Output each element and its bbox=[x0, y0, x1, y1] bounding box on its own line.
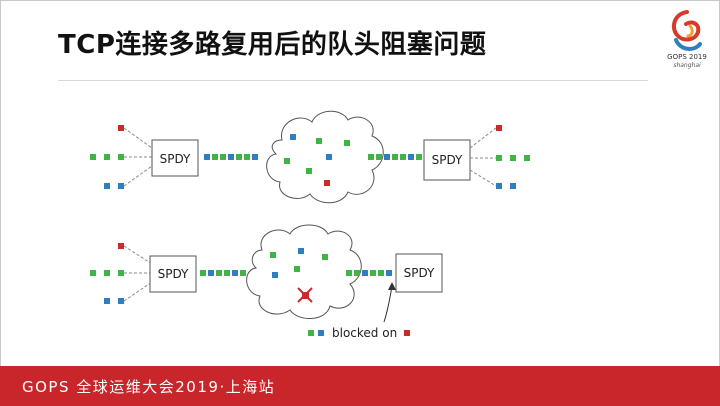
packet-blue bbox=[104, 298, 110, 304]
packet-green bbox=[236, 154, 242, 160]
packet-blue bbox=[298, 248, 304, 254]
spdy-box-sender bbox=[151, 139, 199, 177]
packet-green bbox=[118, 154, 124, 160]
packet-green bbox=[200, 270, 206, 276]
packet-green bbox=[104, 154, 110, 160]
packet-blue bbox=[272, 272, 278, 278]
logo-brand: GOPS 2019 bbox=[667, 53, 707, 61]
spdy-box-label: SPDY bbox=[432, 153, 463, 167]
spdy-box-sender bbox=[149, 255, 197, 293]
packet-red bbox=[118, 125, 124, 131]
packet-blue bbox=[386, 270, 392, 276]
packet-green bbox=[90, 270, 96, 276]
packet-green bbox=[496, 155, 502, 161]
packet-green bbox=[212, 154, 218, 160]
packet-blue bbox=[204, 154, 210, 160]
footer-text: GOPS 全球运维大会2019·上海站 bbox=[22, 378, 276, 396]
packet-green bbox=[354, 270, 360, 276]
arrow-head-icon bbox=[388, 282, 396, 290]
packet-green bbox=[368, 154, 374, 160]
slide-title: TCP连接多路复用后的队头阻塞问题 bbox=[58, 30, 487, 60]
spdy-box-label: SPDY bbox=[158, 267, 189, 281]
spdy-box-label: SPDY bbox=[160, 152, 191, 166]
packet-green bbox=[294, 266, 300, 272]
packet-green bbox=[284, 158, 290, 164]
spdy-box-receiver bbox=[423, 139, 471, 181]
packet-blue bbox=[232, 270, 238, 276]
packet-green bbox=[90, 154, 96, 160]
packet-green bbox=[270, 252, 276, 258]
packet-blue bbox=[118, 298, 124, 304]
network-cloud bbox=[266, 110, 384, 204]
hol-blocking-diagram: SPDY SPDY bbox=[90, 110, 530, 340]
packet-red bbox=[324, 180, 330, 186]
packet-green bbox=[322, 254, 328, 260]
packet-green bbox=[216, 270, 222, 276]
network-cloud bbox=[246, 224, 362, 319]
legend-packet-red bbox=[404, 330, 410, 336]
packet-green bbox=[346, 270, 352, 276]
packet-green bbox=[376, 154, 382, 160]
packet-green bbox=[118, 270, 124, 276]
packet-blue bbox=[326, 154, 332, 160]
packet-blue bbox=[252, 154, 258, 160]
packet-green bbox=[244, 154, 250, 160]
packet-blue bbox=[362, 270, 368, 276]
legend-packet-green bbox=[308, 330, 314, 336]
packet-green bbox=[524, 155, 530, 161]
packet-green bbox=[344, 140, 350, 146]
bottom-row: SPDY SPDY blocked on bbox=[90, 224, 443, 340]
spdy-box-label: SPDY bbox=[404, 266, 435, 280]
top-right-fan bbox=[469, 127, 497, 187]
packet-green bbox=[306, 168, 312, 174]
packet-red bbox=[118, 243, 124, 249]
packet-green bbox=[316, 138, 322, 144]
bottom-left-fan bbox=[123, 245, 153, 302]
packet-blue bbox=[104, 183, 110, 189]
packet-blue bbox=[290, 134, 296, 140]
blocked-arrow bbox=[383, 285, 393, 323]
packet-green bbox=[400, 154, 406, 160]
packet-green bbox=[224, 270, 230, 276]
packet-green bbox=[392, 154, 398, 160]
packet-green bbox=[510, 155, 516, 161]
packet-blue bbox=[384, 154, 390, 160]
top-row: SPDY SPDY bbox=[90, 110, 530, 204]
logo-city: shanghai bbox=[673, 62, 701, 69]
packet-green bbox=[370, 270, 376, 276]
packet-blue bbox=[408, 154, 414, 160]
packet-blue bbox=[228, 154, 234, 160]
packet-green bbox=[378, 270, 384, 276]
packet-blue bbox=[208, 270, 214, 276]
footer-bar: GOPS 全球运维大会2019·上海站 bbox=[0, 366, 720, 406]
packet-green bbox=[104, 270, 110, 276]
legend-text: blocked on bbox=[332, 326, 397, 340]
x-mark-icon bbox=[297, 287, 313, 303]
packet-blue bbox=[496, 183, 502, 189]
packet-green bbox=[240, 270, 246, 276]
packet-blue bbox=[510, 183, 516, 189]
packet-green bbox=[220, 154, 226, 160]
spdy-box-receiver bbox=[395, 253, 443, 293]
legend-packet-blue bbox=[318, 330, 324, 336]
top-left-fan bbox=[123, 127, 153, 187]
title-divider bbox=[58, 80, 648, 81]
gops-logo-icon: GOPS 2019 shanghai bbox=[667, 10, 707, 69]
logo-swirl bbox=[671, 10, 702, 51]
packet-green bbox=[416, 154, 422, 160]
packet-red bbox=[496, 125, 502, 131]
packet-blue bbox=[118, 183, 124, 189]
